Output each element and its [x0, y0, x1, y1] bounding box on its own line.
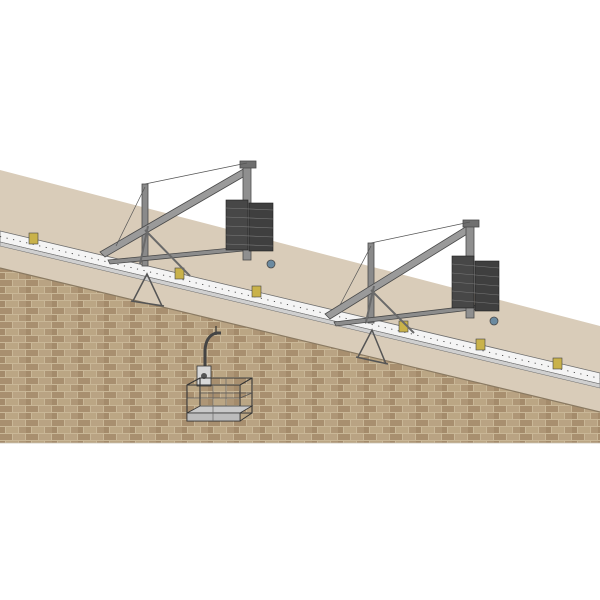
rail-clamp: [475, 338, 486, 351]
counterweight-stack-left: [225, 199, 274, 252]
roof-edge: [0, 267, 600, 413]
rail-support-trestle-left: [130, 272, 165, 307]
work-cradle: [186, 326, 254, 422]
brick-facade-wall: [0, 268, 600, 443]
rail-clamp: [552, 357, 563, 370]
counterweight-stack-right: [451, 255, 500, 312]
rail-support-trestle-right: [355, 328, 389, 365]
rail-clamp: [174, 267, 185, 280]
rail-clamp: [251, 285, 262, 298]
monorail-beam: [0, 230, 600, 389]
rail-clamp: [28, 232, 39, 245]
